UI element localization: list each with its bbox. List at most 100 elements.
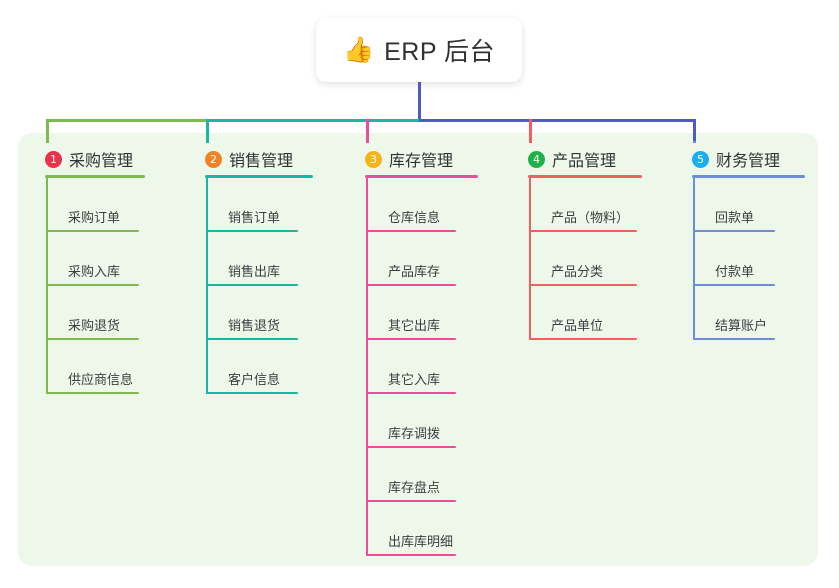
leaf-item[interactable]: 回款单 (693, 198, 775, 232)
leaf-item[interactable]: 产品单位 (529, 306, 637, 340)
branch-drop-4 (529, 119, 532, 143)
branch-number-badge: 3 (365, 150, 382, 168)
leaf-item-label: 供应商信息 (68, 372, 134, 387)
bus-segment-left (47, 119, 207, 122)
leaf-item-rule (366, 446, 456, 448)
leaf-item[interactable]: 其它出库 (366, 306, 456, 340)
branch-header-3[interactable]: 3 库存管理 (365, 147, 453, 171)
leaf-item[interactable]: 结算账户 (693, 306, 775, 340)
leaf-item-label: 仓库信息 (388, 210, 441, 225)
leaf-item-label: 产品库存 (388, 264, 441, 279)
leaf-item-label: 其它入库 (388, 372, 441, 387)
leaf-item[interactable]: 客户信息 (206, 360, 298, 394)
branch-header-1[interactable]: 1 采购管理 (45, 147, 133, 171)
trunk-stem (418, 82, 421, 121)
leaf-item-label: 客户信息 (228, 372, 281, 387)
leaf-item-rule (46, 230, 139, 232)
leaf-item-rule (366, 284, 456, 286)
leaf-item-rule (366, 230, 456, 232)
leaf-item[interactable]: 库存调拨 (366, 414, 456, 448)
root-node[interactable]: 👍 ERP 后台 (316, 18, 522, 82)
branch-title: 库存管理 (389, 153, 454, 170)
leaf-item[interactable]: 供应商信息 (46, 360, 139, 394)
leaf-item[interactable]: 销售退货 (206, 306, 298, 340)
leaf-item-rule (206, 230, 298, 232)
leaf-item[interactable]: 产品库存 (366, 252, 456, 286)
leaf-item-label: 销售退货 (228, 318, 281, 333)
leaf-item-rule (46, 392, 139, 394)
branch-spine (693, 178, 695, 340)
leaf-item-label: 其它出库 (388, 318, 441, 333)
branch-header-rule (528, 175, 642, 178)
branch-header-rule (365, 175, 478, 178)
leaf-item-rule (693, 284, 775, 286)
leaf-item-rule (206, 284, 298, 286)
root-node-title: ERP 后台 (384, 38, 496, 66)
branch-number-badge: 5 (692, 150, 709, 168)
leaf-item-label: 回款单 (715, 210, 755, 225)
branch-title: 销售管理 (229, 153, 294, 170)
branch-column-3: 3 库存管理仓库信息产品库存其它出库其它入库库存调拨库存盘点出库库明细 (365, 147, 478, 556)
leaf-item-rule (46, 338, 139, 340)
leaf-item-rule (366, 338, 456, 340)
branch-header-rule (692, 175, 805, 178)
leaf-item-label: 采购退货 (68, 318, 121, 333)
branch-number-badge: 2 (205, 150, 222, 168)
branch-header-rule (45, 175, 145, 178)
leaf-item[interactable]: 销售订单 (206, 198, 298, 232)
branch-number-badge: 1 (45, 150, 62, 168)
leaf-item[interactable]: 采购入库 (46, 252, 139, 286)
leaf-item-label: 产品（物料） (551, 210, 630, 225)
branch-spine (206, 178, 208, 394)
leaf-item-rule (693, 230, 775, 232)
leaf-item[interactable]: 其它入库 (366, 360, 456, 394)
leaf-item-label: 付款单 (715, 264, 755, 279)
branch-drop-2 (206, 119, 209, 143)
leaf-item-rule (529, 338, 637, 340)
bus-segment-mid (207, 119, 419, 122)
leaf-item[interactable]: 库存盘点 (366, 468, 456, 502)
leaf-item-label: 结算账户 (715, 318, 768, 333)
leaf-item[interactable]: 出库库明细 (366, 522, 456, 556)
branch-drop-3 (366, 119, 369, 143)
branch-header-2[interactable]: 2 销售管理 (205, 147, 293, 171)
branch-number-badge: 4 (528, 150, 545, 168)
branches-panel (18, 133, 818, 566)
leaf-item-label: 采购入库 (68, 264, 121, 279)
leaf-item-rule (529, 230, 637, 232)
leaf-item-rule (693, 338, 775, 340)
leaf-item-rule (529, 284, 637, 286)
leaf-item-label: 出库库明细 (388, 534, 454, 549)
leaf-item-rule (206, 338, 298, 340)
leaf-item-label: 产品单位 (551, 318, 604, 333)
leaf-item-label: 产品分类 (551, 264, 604, 279)
leaf-item-label: 采购订单 (68, 210, 121, 225)
bus-right-elbow (693, 119, 696, 141)
leaf-item[interactable]: 采购订单 (46, 198, 139, 232)
branch-spine (366, 178, 368, 556)
leaf-item[interactable]: 产品（物料） (529, 198, 637, 232)
leaf-item-rule (46, 284, 139, 286)
branch-drop-1 (46, 119, 49, 143)
leaf-item[interactable]: 销售出库 (206, 252, 298, 286)
branch-title: 采购管理 (69, 153, 134, 170)
branch-header-rule (205, 175, 313, 178)
leaf-item-rule (206, 392, 298, 394)
branch-column-1: 1 采购管理采购订单采购入库采购退货供应商信息 (45, 147, 145, 394)
leaf-item-rule (366, 500, 456, 502)
leaf-item[interactable]: 仓库信息 (366, 198, 456, 232)
branch-header-5[interactable]: 5 财务管理 (692, 147, 780, 171)
leaf-item[interactable]: 付款单 (693, 252, 775, 286)
leaf-item-rule (366, 554, 456, 556)
branch-column-2: 2 销售管理销售订单销售出库销售退货客户信息 (205, 147, 313, 394)
leaf-item-label: 销售订单 (228, 210, 281, 225)
leaf-item[interactable]: 产品分类 (529, 252, 637, 286)
bus-segment-right (419, 119, 694, 122)
leaf-item-label: 销售出库 (228, 264, 281, 279)
branch-title: 财务管理 (716, 153, 781, 170)
leaf-item[interactable]: 采购退货 (46, 306, 139, 340)
leaf-item-label: 库存盘点 (388, 480, 441, 495)
